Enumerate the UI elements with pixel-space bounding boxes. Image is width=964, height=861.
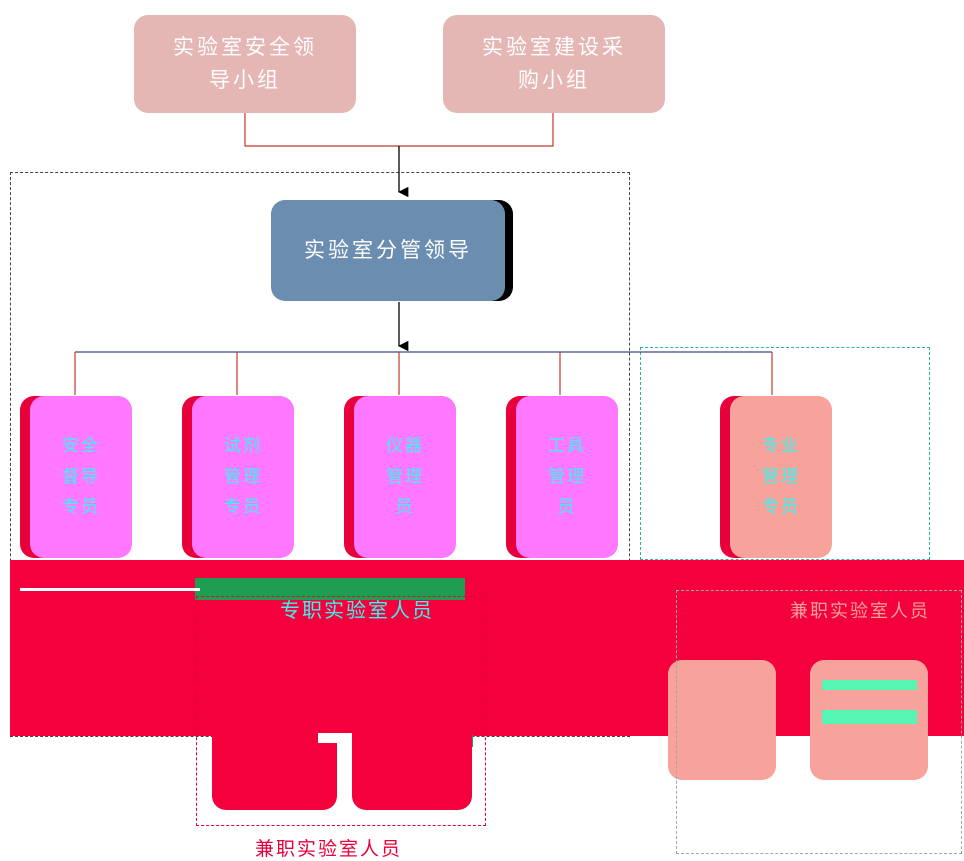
connector-top-left	[244, 113, 399, 147]
part-time-box-2-stripe-b	[822, 710, 917, 724]
full-time-box-2	[352, 660, 472, 810]
tool-manager-label: 工具 管理 员	[548, 436, 586, 518]
instrument-manager-label: 仪器 管理 员	[386, 436, 424, 518]
reagent-manager-node: 试剂 管理 专员	[192, 396, 294, 558]
tool-manager-node: 工具 管理 员	[516, 396, 618, 558]
lower-band-divider	[20, 588, 200, 591]
part-time-box-2-stripe	[822, 680, 917, 690]
construction-procurement-group-node: 实验室建设采 购小组	[443, 15, 665, 113]
bottom-frame-left	[196, 596, 486, 826]
specialty-manager-label: 专业 管理 专员	[762, 436, 800, 518]
safety-supervisor-node: 安全 督导 专员	[30, 396, 132, 558]
lab-supervising-leader-node: 实验室分管领导	[271, 200, 505, 301]
lower-band-accent-1	[195, 578, 465, 600]
right-group-frame	[640, 347, 930, 560]
full-time-box-connector	[318, 733, 352, 743]
bottom-frame-right	[676, 590, 962, 854]
connector-top-right	[399, 113, 554, 147]
part-time-staff-label: 兼职实验室人员	[790, 601, 930, 622]
part-time-box-1	[668, 660, 776, 780]
full-time-box-1	[212, 660, 337, 810]
bottom-part-time-label: 兼职实验室人员	[255, 838, 403, 860]
safety-leadership-group-node: 实验室安全领 导小组	[134, 15, 356, 113]
instrument-manager-node: 仪器 管理 员	[354, 396, 456, 558]
reagent-manager-label: 试剂 管理 专员	[224, 436, 262, 518]
safety-supervisor-label: 安全 督导 专员	[62, 436, 100, 518]
specialty-manager-node: 专业 管理 专员	[730, 396, 832, 558]
full-time-staff-label: 专职实验室人员	[280, 598, 434, 622]
